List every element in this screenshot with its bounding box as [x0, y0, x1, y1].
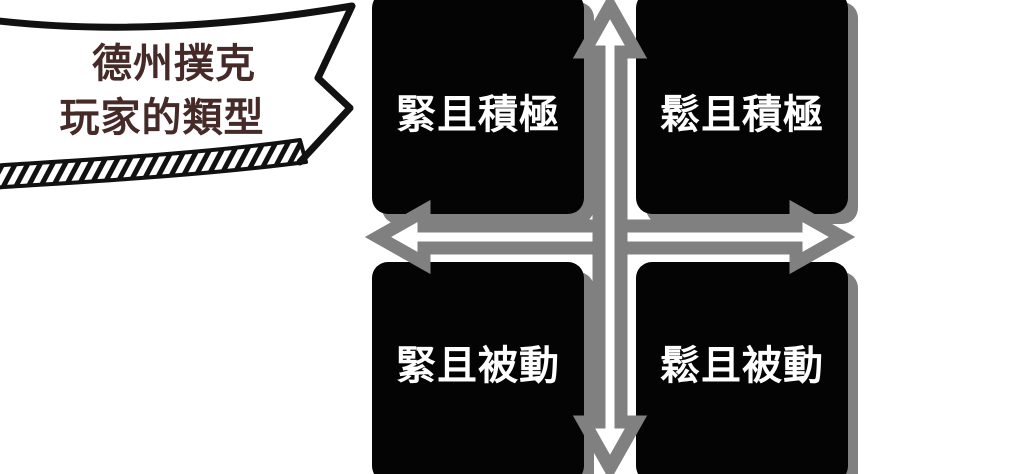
- quadrant-label: 緊且被動: [396, 344, 560, 388]
- quadrant-top-right[interactable]: 鬆且積極: [636, 0, 848, 214]
- ribbon-title-line-2: 玩家的類型: [59, 96, 265, 140]
- ribbon-shape: [0, 2, 356, 190]
- title-ribbon: 德州撲克 玩家的類型: [0, 0, 372, 200]
- quadrant-bottom-left[interactable]: 緊且被動: [372, 262, 584, 474]
- ribbon-body: [0, 6, 352, 188]
- quadrant-bottom-right[interactable]: 鬆且被動: [636, 262, 848, 474]
- ribbon-title-line-1: 德州撲克: [92, 42, 256, 86]
- quadrant-label: 鬆且積極: [660, 93, 824, 137]
- quadrant-top-left[interactable]: 緊且積極: [372, 0, 584, 214]
- quadrant-label: 鬆且被動: [660, 344, 824, 388]
- ribbon-fold-hatching: [0, 138, 308, 190]
- quadrant-label: 緊且積極: [396, 93, 560, 137]
- ribbon-outline: [0, 2, 356, 166]
